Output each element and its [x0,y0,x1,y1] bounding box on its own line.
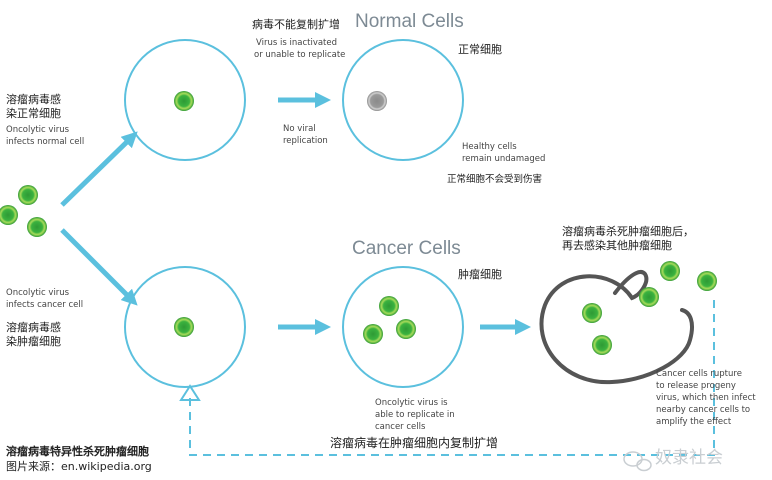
infects-normal-en-1: Oncolytic virus [6,125,70,135]
arrow-to-cancer-cell [60,228,138,306]
wechat-watermark-icon [623,451,652,472]
image-source: 图片来源：en.wikipedia.org [6,460,152,473]
able-to-replicate-en-1: Oncolytic virus is [375,398,448,408]
virus-particle [18,185,38,205]
normal-cell-infected [124,39,246,161]
infects-normal-cn-2: 染正常细胞 [6,107,61,120]
infects-cancer-cn-1: 溶瘤病毒感 [6,321,61,334]
normal-cell-healthy [342,39,464,161]
rupture-en-4: nearby cancer cells to [656,405,751,415]
watermark-text: 奴隶社会 [655,448,723,468]
infects-cancer-cn-2: 染肿瘤细胞 [6,335,61,348]
virus-particle [592,335,612,355]
virus-particle [697,271,717,291]
virus-inactivated-en-2: or unable to replicate [254,50,346,60]
virus-cannot-replicate-cn: 病毒不能复制扩增 [252,18,340,31]
virus-particle [379,296,399,316]
healthy-cells-en-2: remain undamaged [462,154,546,164]
reinfection-loop-line [189,300,715,456]
arrow-to-normal-cell [60,131,138,207]
cancer-cell-infected [124,266,246,388]
specific-kill-cn: 溶瘤病毒特异性杀死肿瘤细胞 [6,445,149,458]
no-viral-replication-2: replication [283,136,328,146]
no-viral-replication-1: No viral [283,124,316,134]
tumor-cell-cn: 肿瘤细胞 [458,268,502,281]
kills-then-infects-cn-1: 溶瘤病毒杀死肿瘤细胞后， [562,225,694,238]
inactive-virus [367,91,387,111]
virus-particle [174,91,194,111]
replicates-in-tumor-cn: 溶瘤病毒在肿瘤细胞内复制扩增 [330,436,499,450]
virus-inactivated-en-1: Virus is inactivated [256,38,338,48]
healthy-cells-cn: 正常细胞不会受到伤害 [447,174,543,185]
rupture-en-1: Cancer cells rupture [656,369,742,379]
infects-normal-cn-1: 溶瘤病毒感 [6,93,61,106]
kills-then-infects-cn-2: 再去感染其他肿瘤细胞 [562,239,672,252]
virus-particle [396,319,416,339]
virus-particle [363,324,383,344]
virus-particle [639,287,659,307]
virus-particle [174,317,194,337]
cancer-cell-replicating [342,266,464,388]
able-to-replicate-en-2: able to replicate in [375,410,455,420]
virus-particle [27,217,47,237]
rupture-en-3: virus, which then infect [656,393,756,403]
able-to-replicate-en-3: cancer cells [375,422,426,432]
infects-normal-en-2: infects normal cell [6,137,85,147]
rupture-en-2: to release progeny [656,381,736,391]
virus-particle [0,205,18,225]
cancer-cells-title: Cancer Cells [352,238,461,259]
ruptured-cancer-cell [539,270,694,385]
virus-particle [660,261,680,281]
virus-particle [582,303,602,323]
reinfection-loop-arrowhead [179,384,201,401]
infects-cancer-en-2: infects cancer cell [6,300,84,310]
healthy-cells-en-1: Healthy cells [462,142,517,152]
normal-cells-title: Normal Cells [355,11,464,32]
rupture-en-5: amplify the effect [656,417,732,427]
normal-cell-cn: 正常细胞 [458,43,502,56]
infects-cancer-en-1: Oncolytic virus [6,288,70,298]
